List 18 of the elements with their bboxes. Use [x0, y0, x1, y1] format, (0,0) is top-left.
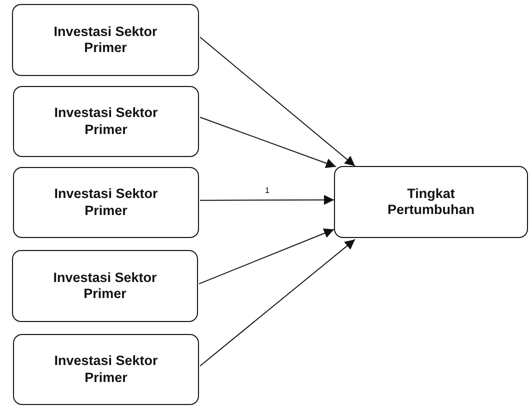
process-box — [12, 4, 199, 76]
arrow — [198, 228, 334, 284]
node-label: Investasi Sektor Primer — [53, 353, 159, 386]
node-label: Investasi Sektor Primer — [52, 24, 158, 56]
node-label: Investasi Sektor Primer — [52, 270, 158, 302]
process-box — [334, 166, 528, 238]
arrow — [200, 116, 336, 168]
process-box — [13, 167, 199, 238]
arrow — [200, 238, 356, 366]
arrow — [200, 194, 334, 205]
process-box — [13, 334, 199, 405]
node-label: Investasi Sektor Primer — [53, 105, 159, 138]
process-box — [13, 86, 199, 157]
node-label: Tingkat Pertumbuhan — [386, 186, 476, 218]
arrow — [200, 36, 356, 166]
process-box — [12, 250, 198, 322]
node-label: Investasi Sektor Primer — [53, 186, 159, 219]
edge-label: 1 — [264, 187, 270, 196]
